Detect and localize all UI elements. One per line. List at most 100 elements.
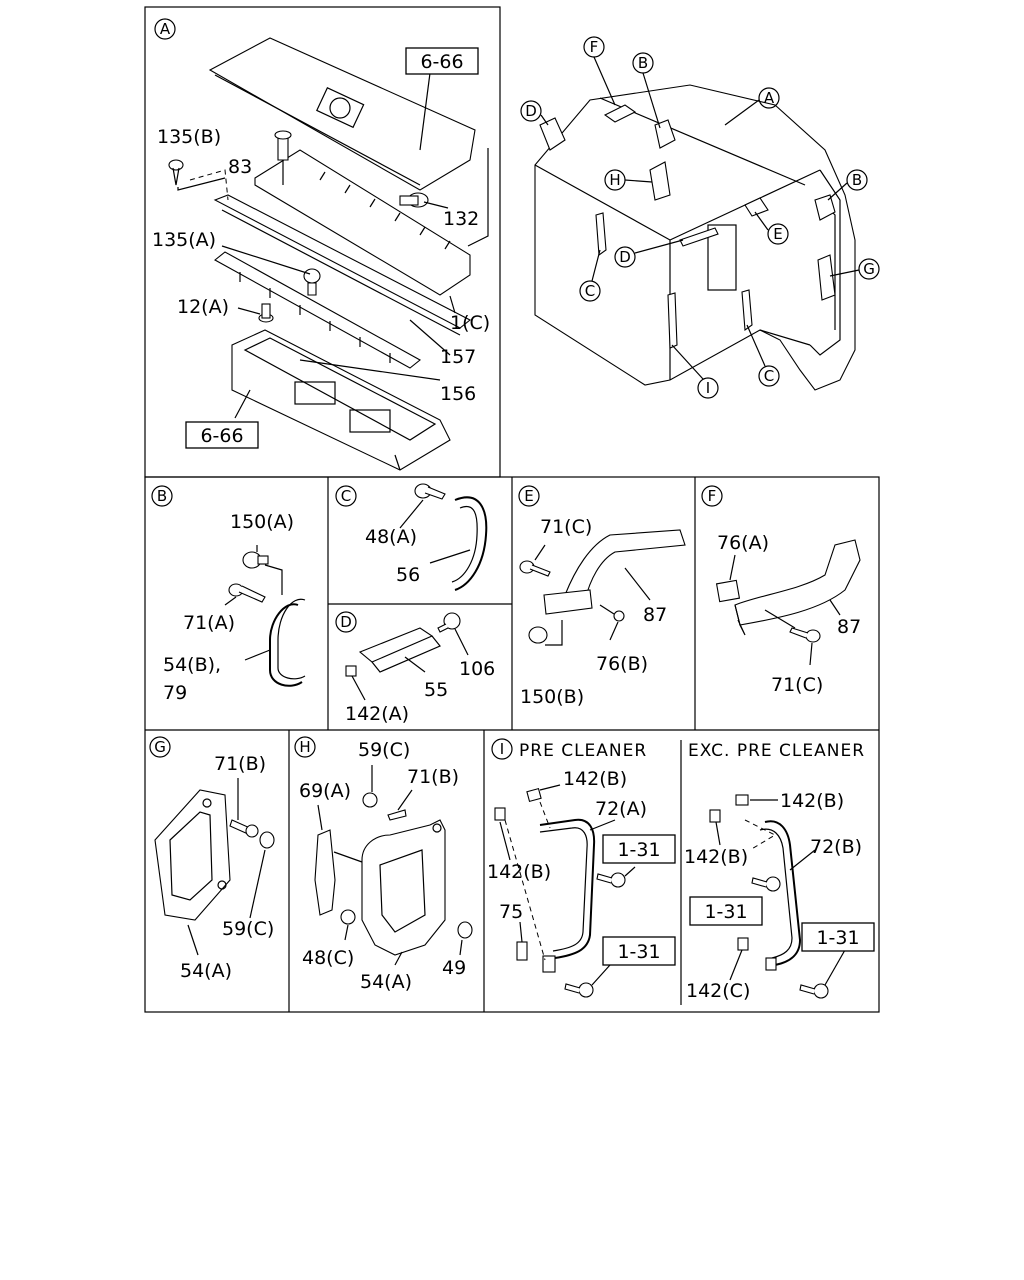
marker-c-left: C bbox=[585, 282, 595, 300]
section-c-marker: C bbox=[341, 487, 351, 505]
label-135a: 135(A) bbox=[152, 229, 216, 251]
handle-72a bbox=[539, 818, 596, 961]
frame bbox=[144, 6, 880, 1013]
label-59c-h: 59(C) bbox=[358, 739, 410, 761]
label-54a-g: 54(A) bbox=[180, 960, 232, 982]
label-71c-f: 71(C) bbox=[771, 674, 823, 696]
label-135b: 135(B) bbox=[157, 126, 221, 148]
label-48a: 48(A) bbox=[365, 526, 417, 548]
handle-guard-54a-h bbox=[361, 819, 446, 956]
label-71b-h: 71(B) bbox=[407, 766, 459, 788]
label-87-f: 87 bbox=[837, 616, 861, 638]
marker-d-top: D bbox=[525, 102, 537, 120]
label-142a: 142(A) bbox=[345, 703, 409, 725]
label-56: 56 bbox=[396, 564, 420, 586]
label-76b: 76(B) bbox=[596, 653, 648, 675]
label-142b-4: 142(B) bbox=[684, 846, 748, 868]
marker-d-mid: D bbox=[619, 248, 631, 266]
section-h: H 59(C) 71(B) 69(A) 48(C) 54(A) 49 bbox=[294, 736, 473, 993]
marker-e: E bbox=[773, 225, 782, 243]
section-d-marker: D bbox=[340, 613, 352, 631]
label-150b: 150(B) bbox=[520, 686, 584, 708]
section-a-marker-circle bbox=[154, 18, 176, 40]
section-i: I PRE CLEANER EXC. PRE CLEANER 142(B) 72… bbox=[487, 738, 875, 1002]
top-cover-panel bbox=[208, 37, 476, 191]
label-55: 55 bbox=[424, 679, 448, 701]
marker-h: H bbox=[609, 171, 620, 189]
label-75: 75 bbox=[499, 901, 523, 923]
section-f: F 76(A) 87 71(C) bbox=[701, 485, 861, 696]
label-106: 106 bbox=[459, 658, 495, 680]
label-54b: 54(B), bbox=[163, 654, 221, 676]
section-e: E 71(C) 87 76(B) 150(B) bbox=[518, 485, 686, 708]
label-142b-3: 142(B) bbox=[780, 790, 844, 812]
label-157: 157 bbox=[440, 346, 476, 368]
handle-guard-54a-g bbox=[154, 789, 231, 921]
ref-1-31-b: 1-31 bbox=[617, 941, 660, 963]
section-e-marker: E bbox=[524, 487, 533, 505]
bracket-69a bbox=[314, 829, 336, 916]
ref-box-1-31-a bbox=[602, 834, 676, 864]
label-83: 83 bbox=[228, 156, 252, 178]
label-71c-e: 71(C) bbox=[540, 516, 592, 538]
handle-72b bbox=[764, 820, 802, 966]
label-49: 49 bbox=[442, 957, 466, 979]
trim-rail bbox=[213, 194, 472, 329]
section-f-marker: F bbox=[708, 487, 717, 505]
label-1c: 1(C) bbox=[450, 312, 490, 334]
marker-b-right: B bbox=[852, 171, 862, 189]
label-54a-h: 54(A) bbox=[360, 971, 412, 993]
label-87-e: 87 bbox=[643, 604, 667, 626]
label-142b-2: 142(B) bbox=[487, 861, 551, 883]
marker-g: G bbox=[863, 260, 875, 278]
label-72a: 72(A) bbox=[595, 798, 647, 820]
section-g-marker: G bbox=[154, 738, 166, 756]
section-d: D 106 55 142(A) bbox=[335, 611, 495, 725]
label-132: 132 bbox=[443, 208, 479, 230]
label-72b: 72(B) bbox=[810, 836, 862, 858]
ref-6-66-bottom: 6-66 bbox=[200, 425, 243, 447]
ref-1-31-c: 1-31 bbox=[704, 901, 747, 923]
ref-box-1-31-b bbox=[602, 936, 676, 966]
marker-i: I bbox=[706, 379, 710, 397]
label-142c: 142(C) bbox=[686, 980, 750, 1002]
marker-f: F bbox=[590, 38, 599, 56]
grab-handle-87-e bbox=[564, 529, 686, 601]
title-pre-cleaner: PRE CLEANER bbox=[519, 741, 647, 761]
label-150a: 150(A) bbox=[230, 511, 294, 533]
section-c: C 48(A) 56 bbox=[335, 483, 488, 591]
ref-1-31-d: 1-31 bbox=[816, 927, 859, 949]
grab-handle-56 bbox=[454, 496, 488, 591]
label-156: 156 bbox=[440, 383, 476, 405]
marker-a: A bbox=[764, 89, 775, 107]
label-71b-g: 71(B) bbox=[214, 753, 266, 775]
label-142b-1: 142(B) bbox=[563, 768, 627, 790]
label-71a: 71(A) bbox=[183, 612, 235, 634]
hand-rail-55 bbox=[358, 627, 434, 663]
bracket-plate bbox=[254, 149, 471, 296]
grab-handle-54b bbox=[269, 603, 303, 687]
ref-box-1-31-d bbox=[801, 922, 875, 952]
label-69a: 69(A) bbox=[299, 780, 351, 802]
ref-box-6-66-top bbox=[405, 47, 479, 75]
cab-overview: F B A D H B E G D C C I bbox=[520, 36, 880, 399]
lower-console-tray bbox=[231, 329, 451, 471]
section-b: B 150(A) 71(A) 54(B), 79 bbox=[151, 485, 306, 704]
label-79: 79 bbox=[163, 682, 187, 704]
ref-box-6-66-bottom bbox=[185, 421, 259, 449]
section-h-marker: H bbox=[299, 738, 310, 756]
ref-box-1-31-c bbox=[689, 896, 763, 926]
ref-6-66-top: 6-66 bbox=[420, 51, 463, 73]
label-59c-g: 59(C) bbox=[222, 918, 274, 940]
ref-1-31-a: 1-31 bbox=[617, 839, 660, 861]
label-76a: 76(A) bbox=[717, 532, 769, 554]
grab-handle-87-f bbox=[734, 539, 861, 626]
section-g: G 71(B) 59(C) 54(A) bbox=[149, 736, 275, 982]
label-48c: 48(C) bbox=[302, 947, 354, 969]
title-exc-pre-cleaner: EXC. PRE CLEANER bbox=[688, 741, 865, 761]
marker-c-right: C bbox=[764, 367, 774, 385]
section-i-marker: I bbox=[500, 740, 504, 758]
section-a: A bbox=[152, 18, 490, 471]
section-b-marker: B bbox=[157, 487, 167, 505]
